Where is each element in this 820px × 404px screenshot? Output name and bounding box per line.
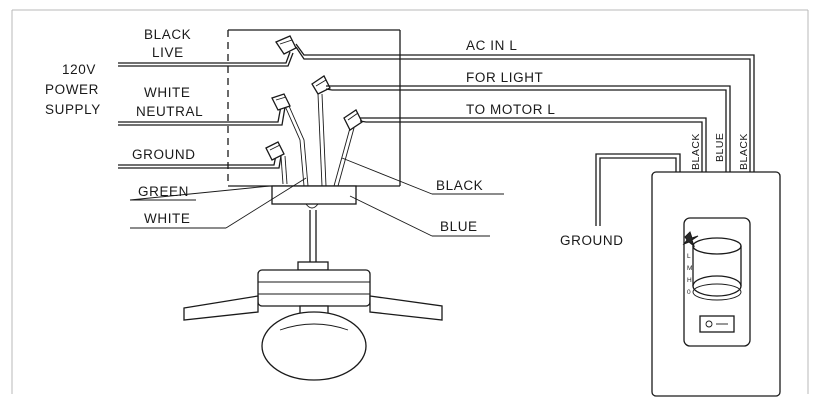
to-motor-label: TO MOTOR L (466, 102, 556, 117)
fan-icon (682, 231, 699, 248)
ceiling-fan (183, 185, 443, 381)
for-light-label: FOR LIGHT (466, 70, 543, 85)
ground-label: GROUND (560, 233, 624, 248)
ground-label: GROUND (132, 147, 196, 162)
ac-in-label: AC IN L (466, 38, 517, 53)
power-supply-label: SUPPLY (45, 102, 101, 117)
black-live-label: BLACK (144, 27, 191, 42)
wall-control (651, 171, 781, 397)
wire-nut-icon (271, 93, 291, 111)
white-label: WHITE (144, 211, 191, 226)
fan-lead-wires (280, 93, 355, 187)
power-supply-label: POWER (45, 82, 99, 97)
diagram-frame (11, 9, 809, 394)
leader-lines (129, 157, 504, 237)
speed-mark: L (687, 253, 691, 260)
speed-mark: H (687, 277, 692, 284)
switch-wire-label: BLUE (714, 133, 726, 162)
green-label: GREEN (138, 184, 189, 199)
white-neutral-label: NEUTRAL (136, 104, 203, 119)
speed-mark: M (687, 265, 692, 272)
switch-wires (295, 43, 755, 226)
blue-label: BLUE (440, 219, 478, 234)
wire-nut-icon (343, 109, 363, 131)
switch-wire-label: BLACK (738, 133, 750, 170)
speed-mark: 0 (687, 289, 691, 296)
black-label: BLACK (436, 178, 483, 193)
wire-nut-icon (265, 141, 285, 161)
power-supply-label: 120V (62, 62, 96, 77)
white-neutral-label: WHITE (144, 85, 191, 100)
wire-nut-icon (275, 35, 297, 55)
switch-wire-label: BLACK (690, 133, 702, 170)
supply-wires (118, 51, 294, 169)
wire-nut-icon (311, 75, 331, 95)
black-live-label: LIVE (152, 45, 184, 60)
junction-box (227, 29, 401, 187)
